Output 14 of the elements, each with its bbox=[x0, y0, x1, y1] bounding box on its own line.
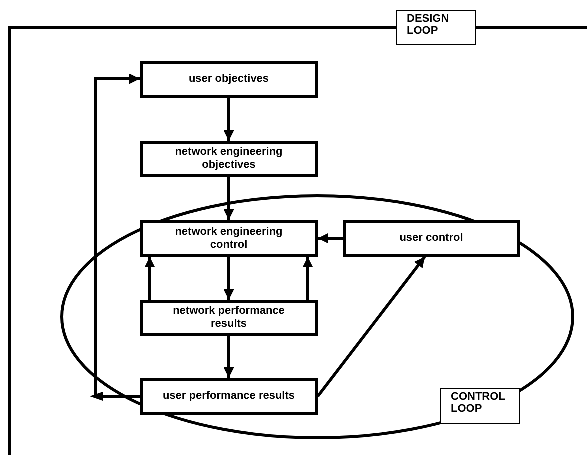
process-box bbox=[343, 220, 520, 257]
box-label: network engineering objectives bbox=[174, 146, 284, 172]
box-label: network performance results bbox=[172, 305, 286, 331]
box-label: network engineering control bbox=[174, 226, 284, 252]
box-label: user objectives bbox=[188, 73, 270, 86]
process-box bbox=[140, 61, 318, 98]
loop-label: CONTROL LOOP bbox=[440, 388, 520, 424]
process-box bbox=[140, 141, 318, 177]
process-box bbox=[140, 300, 318, 336]
process-box bbox=[140, 378, 318, 415]
box-label: user control bbox=[400, 232, 464, 245]
loop-label: DESIGN LOOP bbox=[396, 10, 476, 45]
process-box bbox=[140, 220, 318, 257]
box-label: user performance results bbox=[162, 390, 296, 403]
